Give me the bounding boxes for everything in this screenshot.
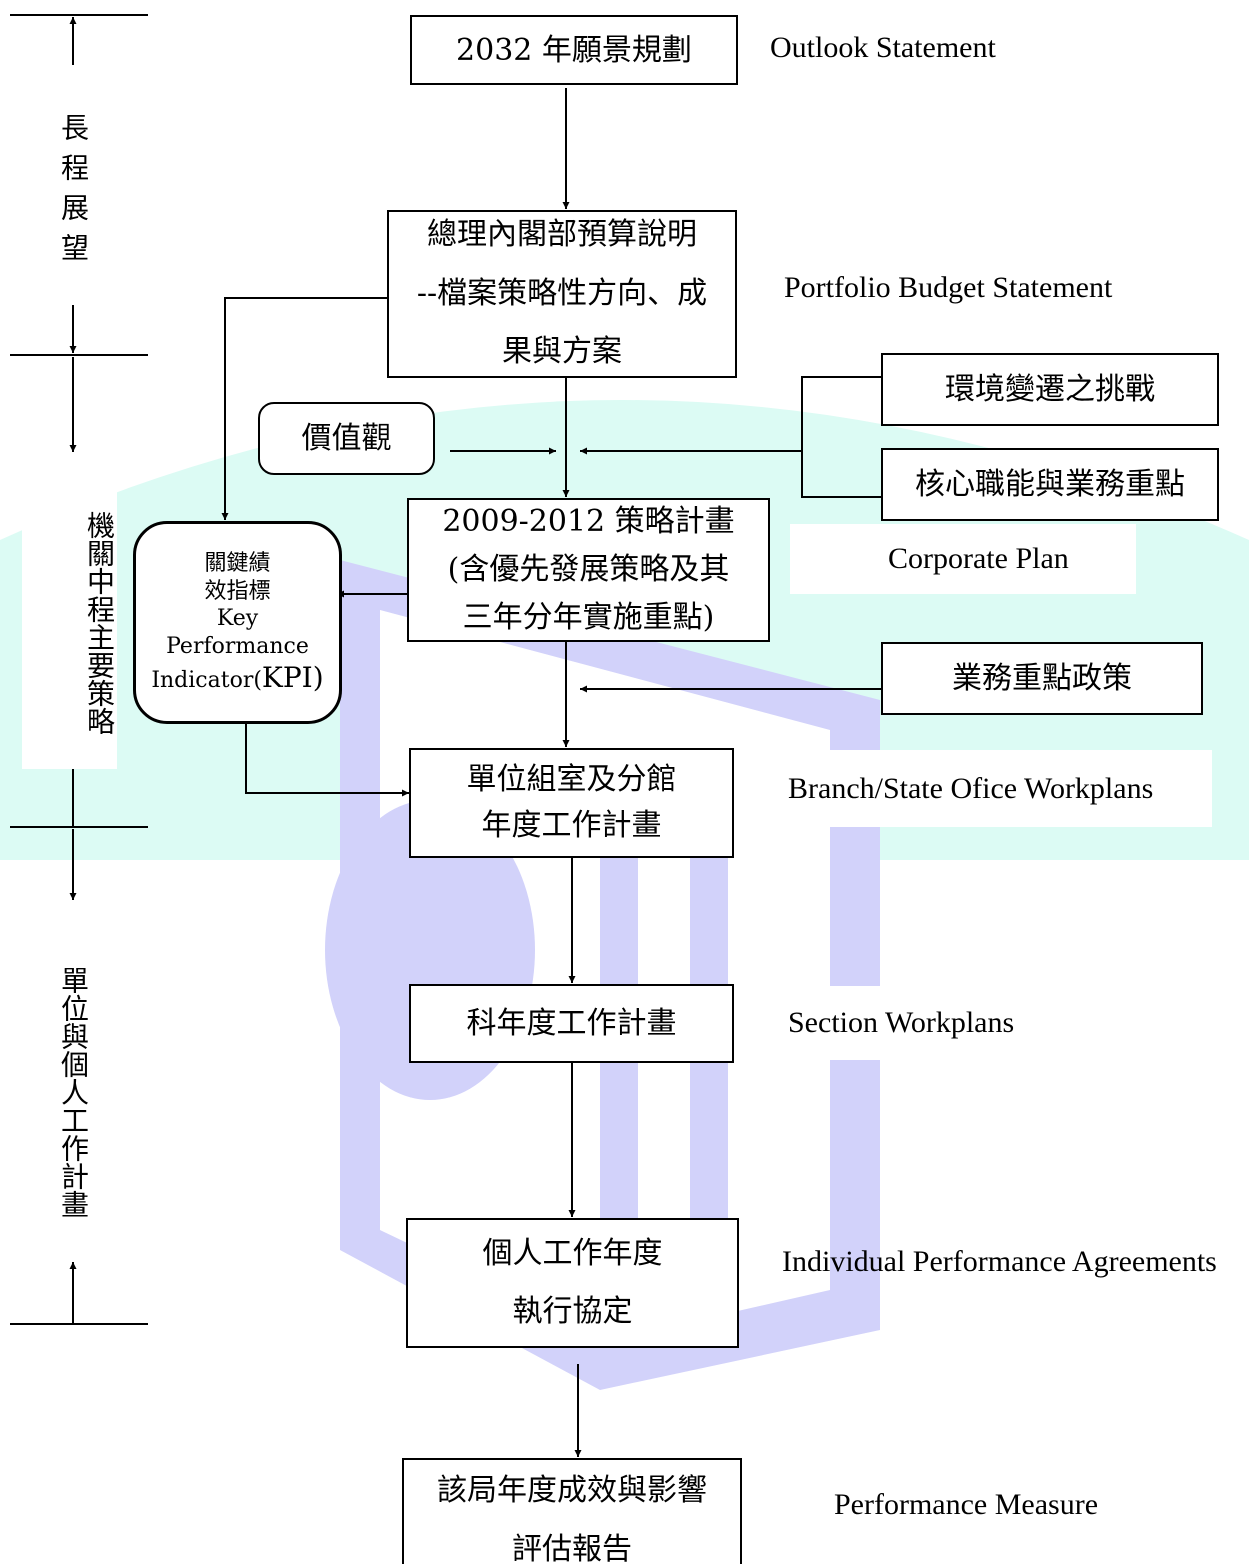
label-performance-measure: Performance Measure [834, 1488, 1099, 1521]
values-box: 價值觀 [258, 402, 435, 475]
core-function-box: 核心職能與業務重點 [881, 448, 1219, 521]
individual-agreement-text: 個人工作年度 執行協定 [482, 1235, 663, 1330]
outlook-text: 2032 年願景規劃 [456, 32, 692, 68]
branch-workplan-text: 單位組室及分館 年度工作計畫 [466, 761, 677, 844]
section-workplan-box: 科年度工作計畫 [409, 984, 734, 1063]
arrow-portfolio-to-kpi [221, 297, 387, 520]
label-individual-agreements: Individual Performance Agreements [782, 1245, 1217, 1278]
label-branch-workplans: Branch/State Ofice Workplans [768, 750, 1212, 827]
corporate-plan-text: 2009-2012 策略計畫 (含優先發展策略及其 三年分年實施重點) [442, 504, 735, 635]
outlook-box: 2032 年願景規劃 [410, 15, 738, 85]
label-portfolio-budget: Portfolio Budget Statement [784, 271, 1113, 304]
label-outlook-statement: Outlook Statement [770, 31, 996, 64]
section-workplan-text: 科年度工作計畫 [466, 1006, 677, 1041]
phase-label-mid-term: 機關中程主要策略 [22, 466, 117, 769]
policy-text: 業務重點政策 [952, 661, 1132, 696]
env-change-text: 環境變遷之挑戰 [945, 372, 1155, 407]
label-corporate-plan: Corporate Plan [790, 524, 1136, 594]
individual-agreement-box: 個人工作年度 執行協定 [406, 1218, 739, 1348]
portfolio-text: 總理內閣部預算說明 --檔案策略性方向、成 果與方案 [416, 217, 708, 370]
env-change-box: 環境變遷之挑戰 [881, 353, 1219, 426]
phase-label-unit: 單位與個人工作計畫 [55, 942, 91, 1242]
performance-report-box: 該局年度成效與影響 評估報告 [402, 1458, 742, 1564]
kpi-text: 關鍵績 效指標 Key Performance Indicator(KPI) [151, 551, 324, 694]
branch-workplan-box: 單位組室及分館 年度工作計畫 [409, 748, 734, 858]
phase-label-long-term: 長程展望 [55, 98, 91, 288]
core-function-text: 核心職能與業務重點 [915, 467, 1185, 502]
label-section-workplans: Section Workplans [768, 986, 1071, 1060]
bracket-env-core [801, 376, 882, 498]
performance-report-text: 該局年度成效與影響 評估報告 [437, 1473, 707, 1564]
policy-box: 業務重點政策 [881, 642, 1203, 715]
corporate-plan-box: 2009-2012 策略計畫 (含優先發展策略及其 三年分年實施重點) [407, 498, 770, 642]
kpi-box: 關鍵績 效指標 Key Performance Indicator(KPI) [133, 521, 342, 724]
values-text: 價值觀 [301, 421, 392, 456]
portfolio-box: 總理內閣部預算說明 --檔案策略性方向、成 果與方案 [387, 210, 737, 378]
arrow-kpi-to-branch [245, 724, 409, 797]
